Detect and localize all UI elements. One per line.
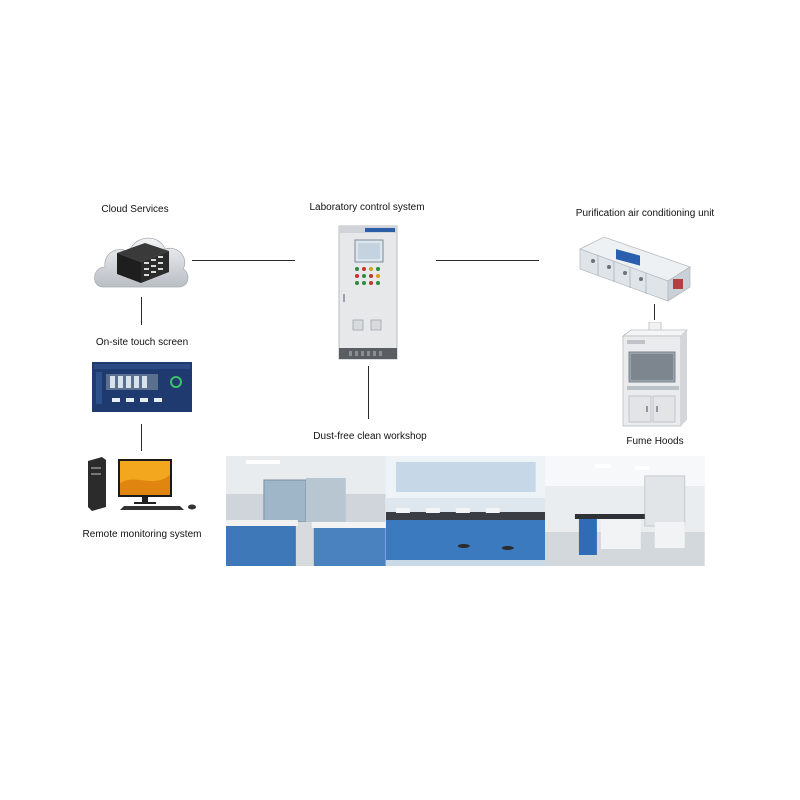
- remote-monitoring-label: Remote monitoring system: [82, 529, 202, 540]
- connector-control-purification: [436, 260, 539, 261]
- fume-hoods-label: Fume Hoods: [626, 436, 684, 447]
- connector-cloud-touch: [141, 297, 142, 325]
- workshop-label: Dust-free clean workshop: [313, 431, 427, 442]
- cloud-services-label: Cloud Services: [101, 204, 169, 215]
- touch-screen-icon: [92, 362, 192, 412]
- connector-touch-remote: [141, 424, 142, 451]
- air-handling-unit-icon: [578, 229, 692, 303]
- lab-photo-panel-1: [226, 456, 386, 566]
- connector-control-workshop: [368, 366, 369, 419]
- purification-unit-label: Purification air conditioning unit: [575, 208, 715, 219]
- connector-cloud-control: [192, 260, 295, 261]
- touch-screen-label: On-site touch screen: [95, 337, 189, 348]
- fume-hood-icon: [621, 322, 689, 427]
- lab-photo-panel-2: [385, 456, 546, 566]
- cloud-server-icon: [93, 225, 191, 295]
- control-system-label: Laboratory control system: [309, 202, 425, 213]
- lab-photo-panel-3: [545, 456, 705, 566]
- control-cabinet-icon: [335, 224, 401, 361]
- clean-lab-photo: [226, 456, 705, 566]
- desktop-computer-icon: [88, 457, 198, 511]
- connector-purification-fume: [654, 304, 655, 320]
